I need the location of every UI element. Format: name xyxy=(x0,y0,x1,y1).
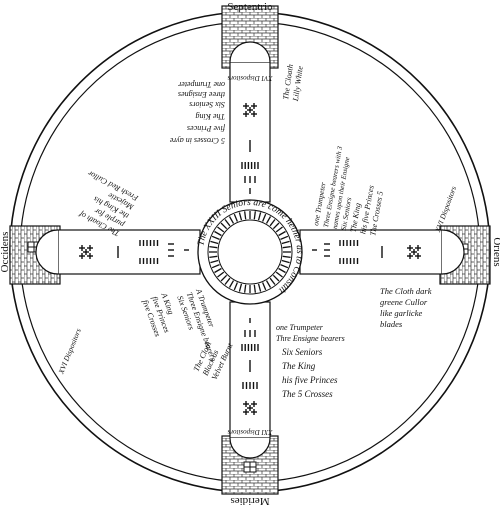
svg-text:greene Cullor: greene Cullor xyxy=(380,297,428,307)
arm-marks xyxy=(79,103,421,415)
svg-text:The King: The King xyxy=(195,112,225,121)
svg-text:Six Seniors: Six Seniors xyxy=(189,100,225,109)
svg-text:The Cloth dark: The Cloth dark xyxy=(380,286,432,296)
arm-east xyxy=(299,229,443,275)
svg-text:Thre Ensigne bearers: Thre Ensigne bearers xyxy=(276,334,345,343)
svg-text:5 Crosses in ayre: 5 Crosses in ayre xyxy=(169,136,225,145)
svg-text:The King: The King xyxy=(282,361,316,371)
center-inner-ring xyxy=(217,219,283,285)
svg-text:like garlicke: like garlicke xyxy=(380,308,422,318)
lines-east: one Trumpeter Three Ensigne bearers with… xyxy=(311,145,385,236)
dispositors-west: XVI Dispositors xyxy=(56,327,83,376)
svg-text:three Ensignes: three Ensignes xyxy=(178,90,225,99)
svg-text:one Trumpeter: one Trumpeter xyxy=(276,323,324,332)
svg-text:blades: blades xyxy=(380,319,403,329)
dispositors-north: XVI Dispositors xyxy=(227,74,273,82)
svg-text:Six Seniors: Six Seniors xyxy=(282,347,323,357)
lines-south: one Trumpeter Thre Ensigne bearers Six S… xyxy=(276,323,345,399)
dispositors-south: XXI Dispositors xyxy=(227,428,273,436)
label-west: Occidens xyxy=(0,232,11,273)
cloth-west: The Cloath of purple for the King his Ma… xyxy=(76,168,140,238)
label-east: Oriens xyxy=(491,237,500,266)
svg-text:The 5 Crosses: The 5 Crosses xyxy=(282,389,333,399)
lines-north: 5 Crosses in ayre five Princes The King … xyxy=(169,80,225,145)
label-south: Meridies xyxy=(230,495,269,507)
label-north: Septentrio xyxy=(227,1,273,13)
arm-west xyxy=(57,229,201,275)
cloth-north: The Cloath Lilly White xyxy=(281,64,305,103)
svg-text:one Trumpeter: one Trumpeter xyxy=(177,80,225,89)
svg-text:his five Princes: his five Princes xyxy=(282,375,338,385)
cloth-east: The Cloth dark greene Cullor like garlic… xyxy=(380,286,432,329)
svg-text:five Princes: five Princes xyxy=(187,124,225,133)
center-seats xyxy=(209,211,291,293)
